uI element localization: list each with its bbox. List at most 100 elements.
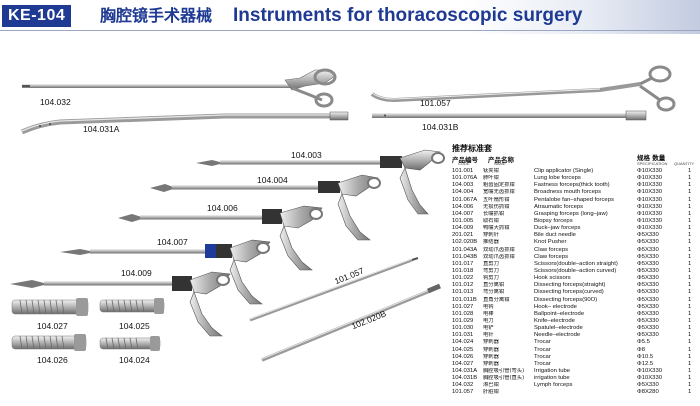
cell-name-cn: 电棒 xyxy=(483,310,494,317)
cell-qty: 1 xyxy=(688,168,692,174)
cell-code: 101.005 xyxy=(452,217,474,224)
cell-name-cn: 电铲 xyxy=(483,325,494,332)
cell-spec: Φ5X330 xyxy=(637,260,659,267)
cell-name-cn: 穿刺器 xyxy=(483,360,499,367)
cell-spec: Φ5X330 xyxy=(637,332,659,339)
cell-code: 101.043B xyxy=(452,253,478,260)
cell-code: 104.006 xyxy=(452,203,474,210)
cell-code: 101.022 xyxy=(452,275,474,282)
cell-qty: 1 xyxy=(688,360,692,367)
cell-qty: 1 xyxy=(688,367,692,374)
cell-qty: 1 xyxy=(688,182,692,189)
cell-name-cn: 肝脏钳 xyxy=(483,389,499,396)
cell-qty: 1 xyxy=(688,232,692,239)
cell-name-en: Broadness mouth forceps xyxy=(534,189,602,196)
cell-spec: Φ5.5 xyxy=(637,339,650,346)
cell-name-en: Bile duct needle xyxy=(534,232,576,239)
cell-spec: Φ5X330 xyxy=(637,239,659,246)
label-104-024: 104.024 xyxy=(119,355,150,365)
label-104-004: 104.004 xyxy=(257,175,288,185)
instrument-104-006 xyxy=(118,205,323,271)
cell-qty: 1 xyxy=(688,296,692,303)
cell-name-cn: 胸腔吸引管(直头) xyxy=(483,375,525,382)
cell-name-cn: 无损伤抓钳 xyxy=(483,203,510,210)
cell-name-cn: 弯分离钳 xyxy=(483,289,505,296)
cell-qty: 1 xyxy=(688,332,692,339)
cell-name-en: Irrigation tube xyxy=(534,367,571,374)
header-rule xyxy=(0,30,700,31)
cell-qty: 1 xyxy=(688,303,692,310)
cell-name-en: Clip applicator (Single) xyxy=(534,168,594,174)
cell-name-cn: 直分离钳 xyxy=(483,282,505,289)
cell-name-cn: 肺叶钳 xyxy=(483,175,499,182)
cell-qty: 1 xyxy=(688,253,692,260)
cell-name-en: Atraumatic forceps xyxy=(534,203,584,210)
cell-spec: Φ10X330 xyxy=(637,210,663,217)
cell-qty: 1 xyxy=(688,275,692,282)
cell-spec: Φ5X330 xyxy=(637,267,659,274)
cell-name-cn: 穿刺器 xyxy=(483,353,499,360)
cell-name-cn: 淋巴钳 xyxy=(483,382,499,389)
cell-name-cn: 穿刺器 xyxy=(483,346,499,353)
label-104-006: 104.006 xyxy=(207,203,238,213)
header-name-cn: 产品名称 xyxy=(488,156,514,164)
header-code-en: CODE xyxy=(458,161,470,166)
cell-name-en: Dissecting forceps(90O) xyxy=(534,296,598,303)
page-header: KE-104 胸腔镜手术器械 Instruments for thoracosc… xyxy=(0,0,700,34)
label-104-032: 104.032 xyxy=(40,97,71,107)
cell-qty: 1 xyxy=(688,339,692,346)
cell-name-en: Dissecting forceps(curved) xyxy=(534,289,604,296)
cell-name-en: Lymph forceps xyxy=(534,382,573,389)
cell-code: 101.012 xyxy=(452,282,474,289)
cell-code: 104.031A xyxy=(452,367,478,374)
cell-code: 104.031B xyxy=(452,375,478,382)
cell-name-en: Claw forceps xyxy=(534,246,569,253)
header-spec-en: SPECIFICATION xyxy=(637,161,668,166)
instrument-104-031a xyxy=(20,111,349,135)
instrument-104-032 xyxy=(22,68,337,108)
cell-name-en: Trocar xyxy=(534,360,551,367)
instrument-104-004 xyxy=(150,174,381,241)
instrument-101-057-needle xyxy=(249,257,419,322)
cell-name-en: Knife–electrode xyxy=(534,317,575,324)
instrument-101-057-top xyxy=(370,65,676,112)
cell-name-en: Biopsy forceps xyxy=(534,217,573,224)
cell-spec: Φ10.5 xyxy=(637,353,654,360)
cell-name-cn: 电钩 xyxy=(483,303,494,310)
cell-spec: Φ5X330 xyxy=(637,246,659,253)
cell-qty: 1 xyxy=(688,225,692,232)
label-104-031a: 104.031A xyxy=(83,124,120,134)
header-name-en: NAME xyxy=(494,161,506,166)
cell-qty: 1 xyxy=(688,317,692,324)
cell-spec: Φ10X330 xyxy=(637,375,663,382)
cell-spec: Φ10X330 xyxy=(637,182,663,189)
cell-qty: 1 xyxy=(688,382,692,389)
cell-name-cn: 双动爪齿抓钳 xyxy=(483,253,515,260)
cell-qty: 1 xyxy=(688,189,692,196)
cell-name-cn: 钩剪刀 xyxy=(483,275,499,282)
cell-name-cn: 粗齿固定抓钳 xyxy=(483,182,515,189)
cell-code: 101.076A xyxy=(452,175,478,182)
cell-code: 101.057 xyxy=(452,389,474,396)
instrument-104-031b xyxy=(372,110,647,121)
label-101-057-top: 101.057 xyxy=(420,98,451,108)
cell-qty: 1 xyxy=(688,389,692,396)
cell-spec: Φ5X330 xyxy=(637,317,659,324)
